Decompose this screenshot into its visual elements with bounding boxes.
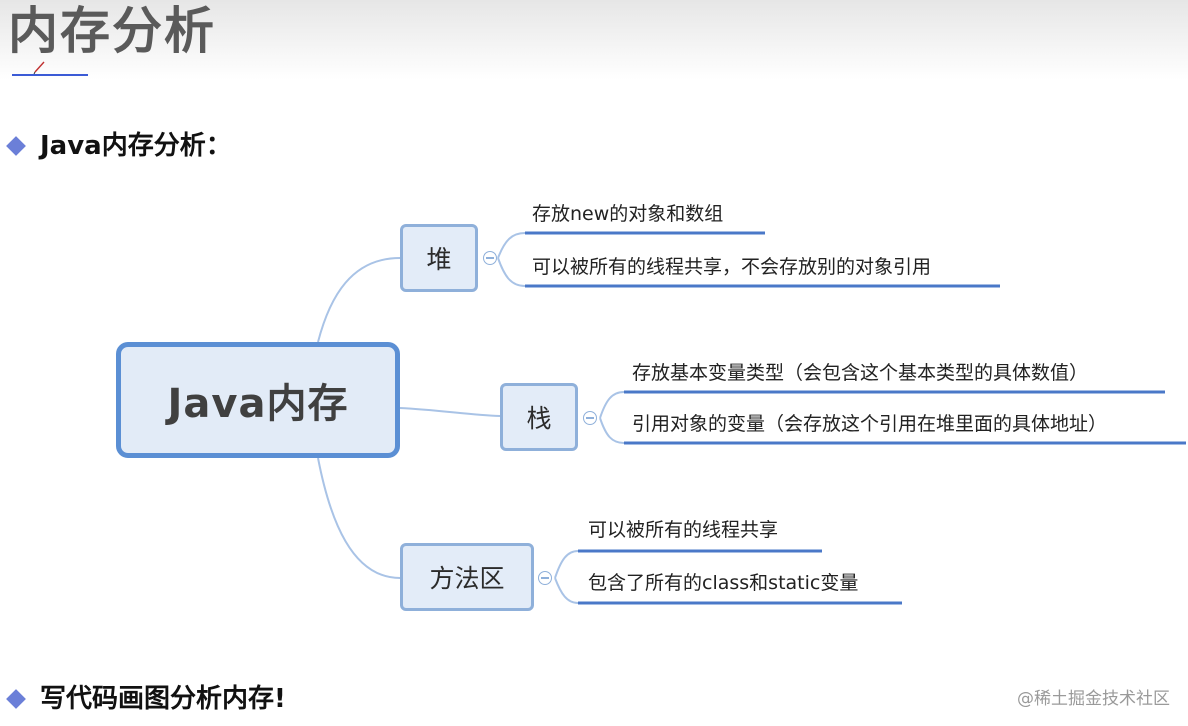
connector-heap-item-1 (497, 232, 526, 259)
watermark: @稀土掘金技术社区 (1017, 689, 1170, 709)
section-heading-draw-diagram: 写代码画图分析内存! (40, 684, 286, 714)
connector-stack-item-2 (599, 417, 625, 444)
leaf-stack-item-2: 引用对象的变量（会存放这个引用在堆里面的具体地址） (632, 413, 1108, 435)
title-underline (12, 74, 88, 76)
connector-root-method (317, 457, 401, 579)
mindmap-branch-stack: 栈 (500, 383, 578, 451)
leaf-heap-item-1: 存放new的对象和数组 (532, 203, 724, 225)
collapse-icon[interactable] (583, 411, 597, 425)
collapse-icon[interactable] (483, 251, 497, 265)
connector-root-stack (399, 407, 501, 417)
connector-root-heap (317, 257, 401, 343)
connector-stack-item-1 (599, 391, 625, 419)
mindmap-branch-heap: 堆 (400, 224, 478, 292)
collapse-icon[interactable] (538, 571, 552, 585)
leaf-method-item-2: 包含了所有的class和static变量 (588, 572, 859, 594)
page-title: 内存分析 (8, 2, 216, 60)
pen-icon (33, 61, 45, 75)
section-heading-java-memory: Java内存分析： (40, 131, 232, 161)
mindmap-branch-method-area: 方法区 (400, 543, 534, 611)
mindmap-root-node: Java内存 (116, 342, 400, 458)
leaf-stack-item-1: 存放基本变量类型（会包含这个基本类型的具体数值） (632, 362, 1089, 384)
connector-method-item-2 (554, 577, 579, 604)
leaf-heap-item-2: 可以被所有的线程共享，不会存放别的对象引用 (532, 256, 932, 278)
leaf-method-item-1: 可以被所有的线程共享 (588, 519, 779, 541)
connector-heap-item-2 (497, 257, 526, 287)
connector-method-item-1 (554, 550, 579, 579)
header-band (0, 0, 1188, 80)
